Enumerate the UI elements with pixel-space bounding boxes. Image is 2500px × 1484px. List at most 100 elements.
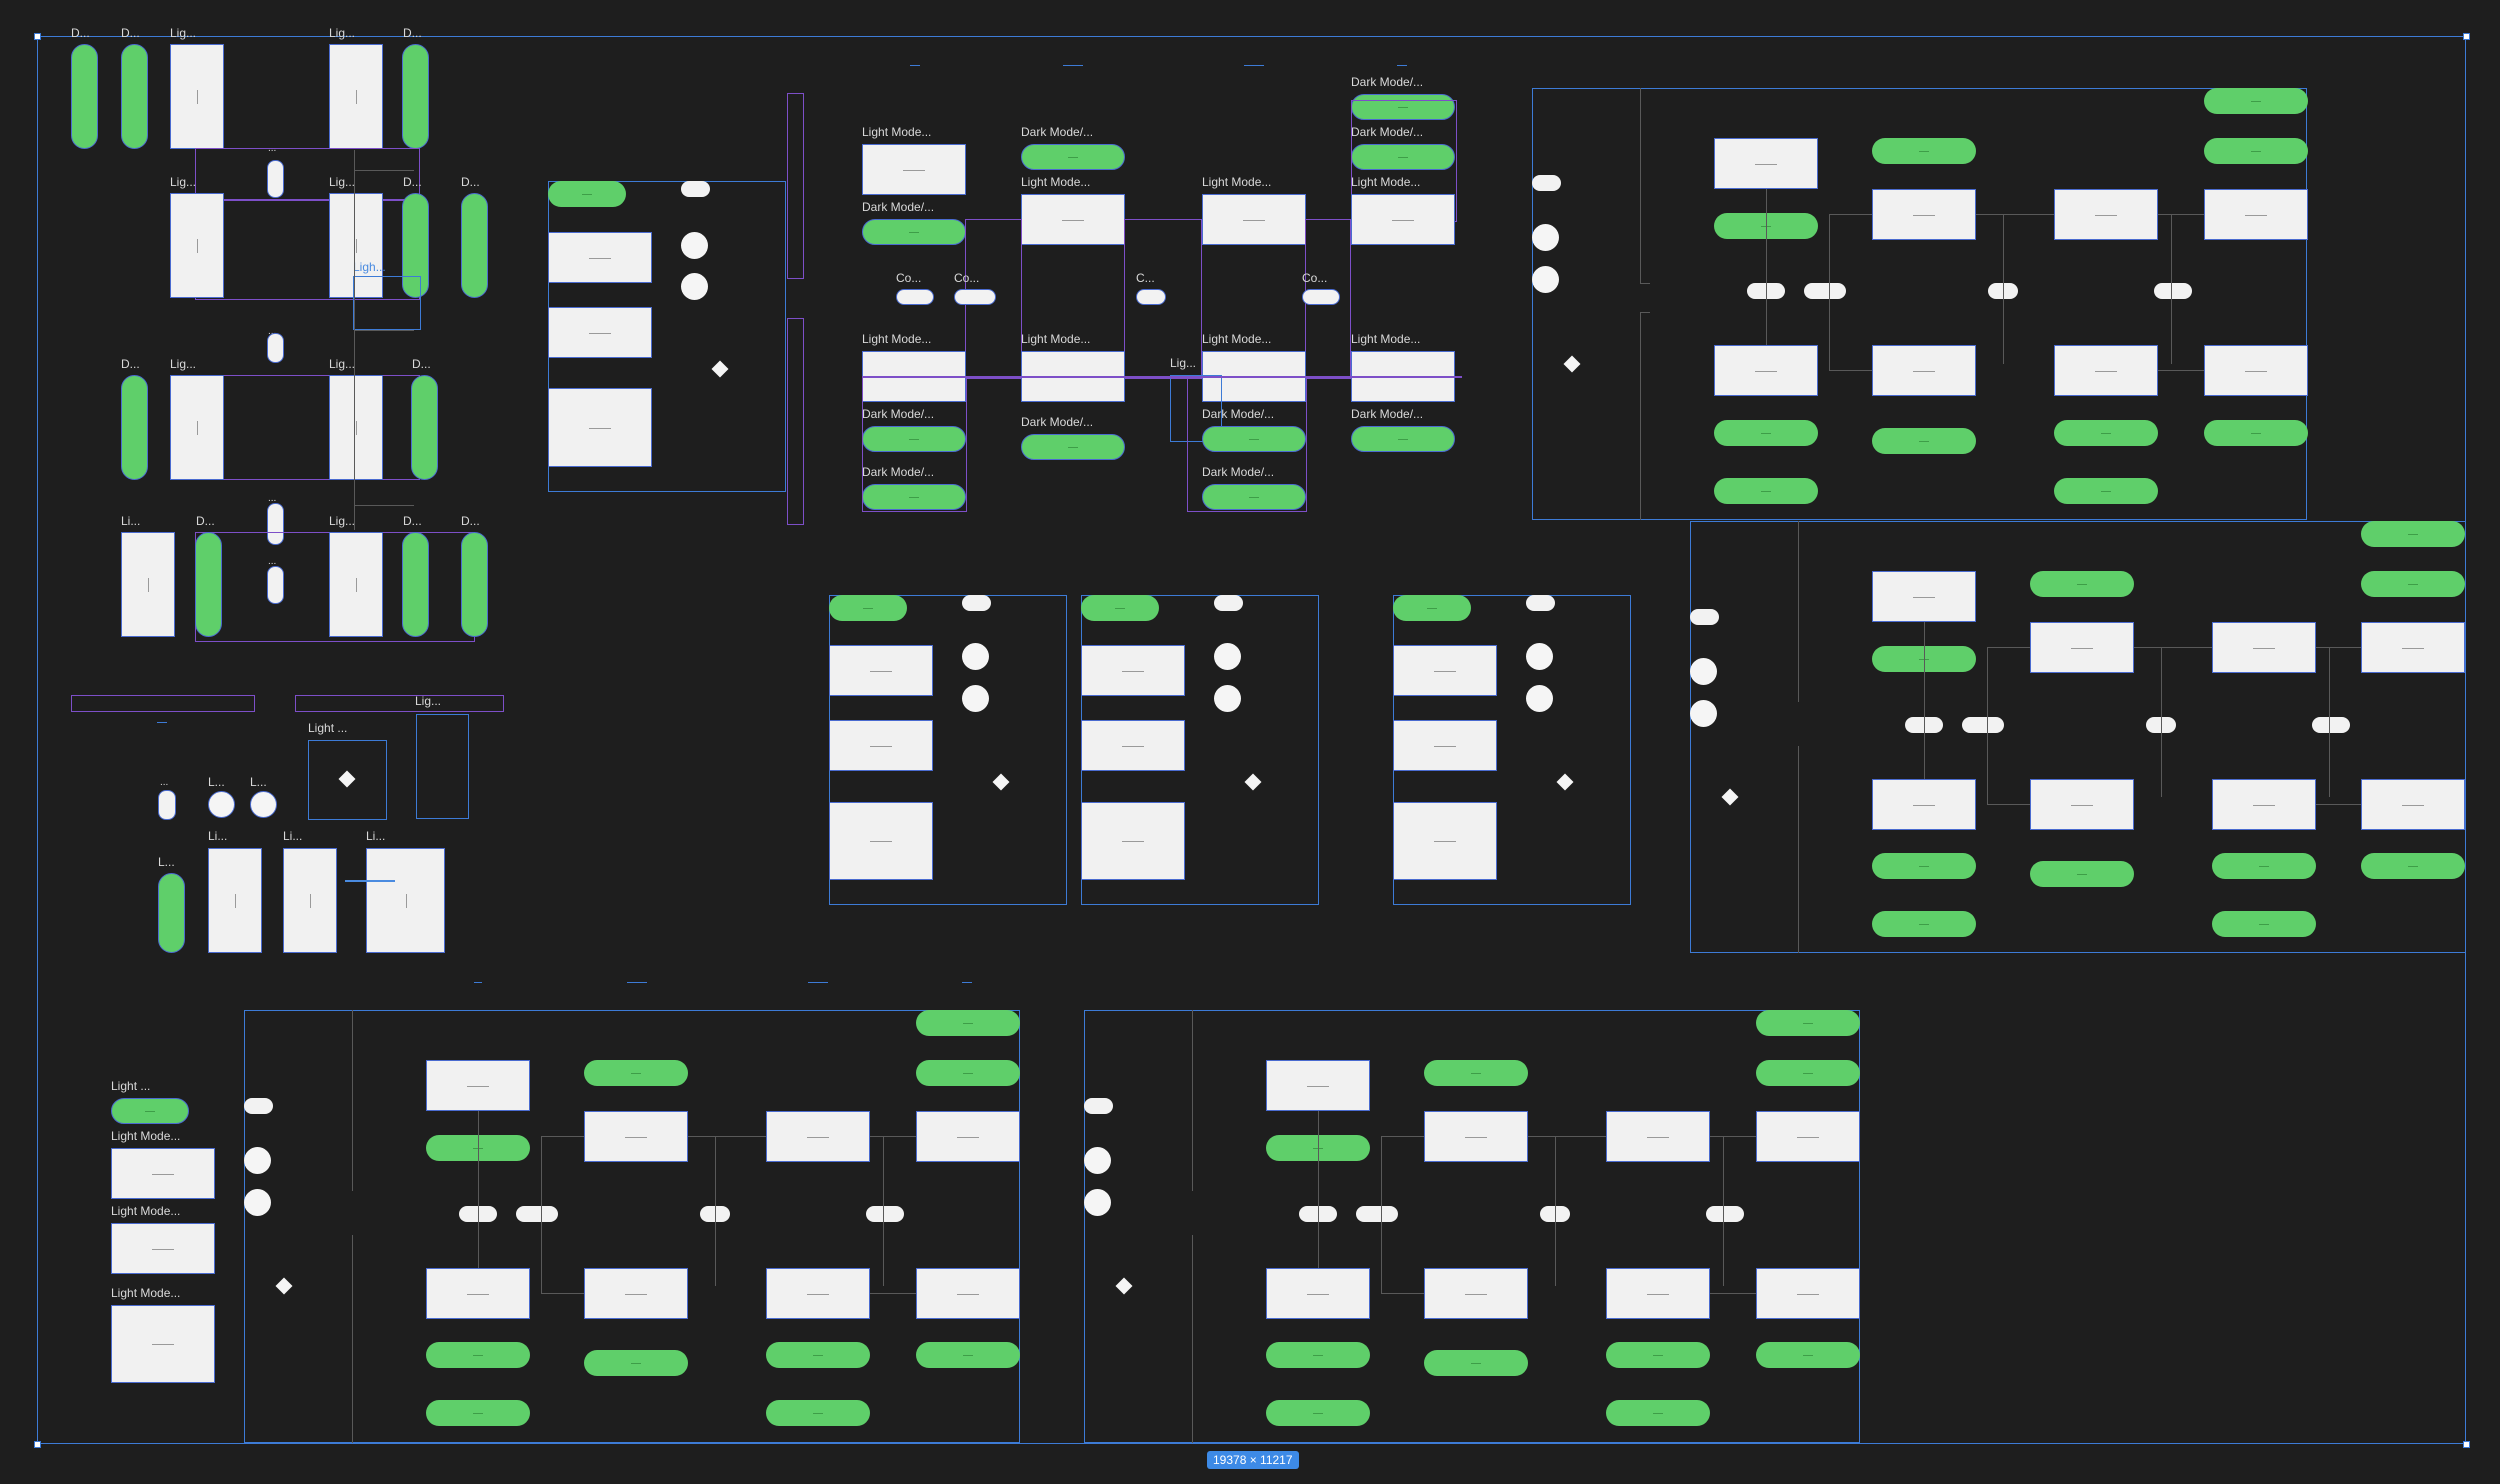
content-card[interactable] [111, 1305, 215, 1383]
green-pill[interactable] [1424, 1060, 1528, 1086]
radio-button[interactable] [250, 791, 277, 818]
green-pill[interactable] [1756, 1342, 1860, 1368]
content-card[interactable] [584, 1268, 688, 1319]
content-card[interactable] [2212, 622, 2316, 673]
radio-button[interactable] [1690, 700, 1717, 727]
content-card[interactable] [2030, 622, 2134, 673]
content-card[interactable] [1081, 802, 1185, 880]
green-pill[interactable] [1266, 1400, 1370, 1426]
green-pill[interactable] [548, 181, 626, 207]
small-toggle[interactable] [1706, 1206, 1744, 1222]
component-frame[interactable] [416, 714, 469, 819]
component-card[interactable] [329, 44, 383, 149]
green-pill[interactable] [2204, 88, 2308, 114]
selected-instance[interactable] [353, 276, 421, 330]
vertical-toggle[interactable] [195, 532, 222, 637]
vertical-toggle[interactable] [121, 375, 148, 480]
content-card[interactable] [1393, 720, 1497, 771]
content-card[interactable] [1393, 645, 1497, 696]
component-card[interactable] [329, 532, 383, 637]
component-card[interactable] [170, 193, 224, 298]
radio-button[interactable] [681, 273, 708, 300]
content-card[interactable] [1872, 571, 1976, 622]
content-card[interactable] [1393, 802, 1497, 880]
green-pill[interactable] [1081, 595, 1159, 621]
green-pill[interactable] [1872, 428, 1976, 454]
green-pill[interactable] [1606, 1342, 1710, 1368]
content-card[interactable] [1872, 779, 1976, 830]
radio-button[interactable] [1690, 658, 1717, 685]
content-card[interactable] [548, 388, 652, 467]
content-card[interactable] [1266, 1060, 1370, 1111]
radio-button[interactable] [1526, 643, 1553, 670]
component-card[interactable] [208, 848, 262, 953]
green-pill[interactable] [1351, 426, 1455, 452]
green-pill[interactable] [2361, 521, 2465, 547]
green-pill[interactable] [1266, 1342, 1370, 1368]
green-pill[interactable] [1872, 853, 1976, 879]
green-pill[interactable] [1202, 426, 1306, 452]
green-pill[interactable] [2054, 420, 2158, 446]
content-card[interactable] [2212, 779, 2316, 830]
content-card[interactable] [2054, 345, 2158, 396]
content-card[interactable] [916, 1111, 1020, 1162]
radio-button[interactable] [208, 791, 235, 818]
small-toggle[interactable] [1804, 283, 1846, 299]
vertical-toggle[interactable] [411, 375, 438, 480]
green-pill[interactable] [829, 595, 907, 621]
content-card[interactable] [1756, 1268, 1860, 1319]
green-pill[interactable] [1351, 94, 1455, 120]
content-card[interactable] [111, 1148, 215, 1199]
green-pill[interactable] [1872, 138, 1976, 164]
content-card[interactable] [829, 720, 933, 771]
vertical-toggle[interactable] [461, 193, 488, 298]
content-card[interactable] [1872, 189, 1976, 240]
content-card[interactable] [2361, 622, 2465, 673]
content-card[interactable] [1872, 345, 1976, 396]
content-card[interactable] [829, 645, 933, 696]
selection-handle-tl[interactable] [34, 33, 41, 40]
content-card[interactable] [584, 1111, 688, 1162]
content-card[interactable] [766, 1111, 870, 1162]
green-pill[interactable] [862, 426, 966, 452]
green-pill[interactable] [766, 1342, 870, 1368]
component-card[interactable] [121, 532, 175, 637]
green-pill[interactable] [2212, 911, 2316, 937]
content-card[interactable] [426, 1060, 530, 1111]
radio-button[interactable] [244, 1147, 271, 1174]
selection-handle-tr[interactable] [2463, 33, 2470, 40]
component-card[interactable] [170, 44, 224, 149]
content-card[interactable] [2030, 779, 2134, 830]
small-toggle[interactable] [244, 1098, 273, 1114]
vertical-toggle[interactable] [461, 532, 488, 637]
green-pill[interactable] [1393, 595, 1471, 621]
radio-button[interactable] [1532, 266, 1559, 293]
small-toggle[interactable] [962, 595, 991, 611]
small-toggle[interactable] [1136, 289, 1166, 305]
content-card[interactable] [1606, 1111, 1710, 1162]
small-toggle[interactable] [2154, 283, 2192, 299]
green-pill[interactable] [111, 1098, 189, 1124]
vertical-toggle[interactable] [402, 532, 429, 637]
green-pill[interactable] [1021, 434, 1125, 460]
green-pill[interactable] [2030, 861, 2134, 887]
green-pill[interactable] [1872, 911, 1976, 937]
green-pill[interactable] [1714, 420, 1818, 446]
green-pill[interactable] [2361, 853, 2465, 879]
radio-button[interactable] [1084, 1147, 1111, 1174]
small-toggle[interactable] [267, 333, 284, 363]
content-card[interactable] [111, 1223, 215, 1274]
component-card[interactable] [329, 193, 383, 298]
content-card[interactable] [1714, 138, 1818, 189]
small-toggle[interactable] [1084, 1098, 1113, 1114]
small-toggle[interactable] [1532, 175, 1561, 191]
vertical-toggle[interactable] [71, 44, 98, 149]
green-pill[interactable] [916, 1342, 1020, 1368]
radio-button[interactable] [1532, 224, 1559, 251]
radio-button[interactable] [1084, 1189, 1111, 1216]
small-toggle[interactable] [267, 566, 284, 604]
small-toggle[interactable] [896, 289, 934, 305]
content-card[interactable] [1714, 345, 1818, 396]
component-card[interactable] [170, 375, 224, 480]
content-card[interactable] [1424, 1268, 1528, 1319]
